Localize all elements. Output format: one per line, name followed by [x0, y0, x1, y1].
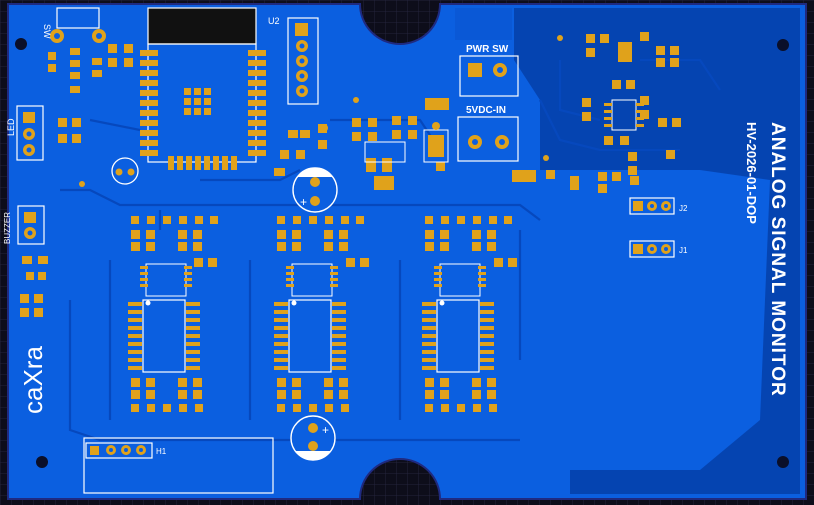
channel-3	[422, 216, 517, 412]
right-opamp	[604, 99, 644, 131]
board-title: ANALOG SIGNAL MONITOR	[767, 122, 788, 397]
buzzer-driver-parts	[20, 256, 48, 317]
regulator-outline	[364, 141, 406, 163]
right-analog-parts	[512, 32, 681, 193]
ground-pour-right	[514, 8, 800, 494]
smd-group-top-left	[48, 44, 133, 93]
wifi-module-pads	[140, 50, 266, 170]
center-smd-parts	[274, 98, 449, 190]
cap-large-bottom: +	[290, 415, 336, 461]
buzzer-label: BUZZER	[3, 212, 12, 244]
vdc-in-label: 5VDC-IN	[466, 105, 506, 116]
buzzer-connector	[17, 205, 45, 245]
j1-header	[629, 240, 675, 258]
led-label: LED	[6, 118, 16, 136]
cap-large-top: +	[292, 167, 338, 213]
j2-label: J2	[679, 204, 688, 213]
h1-keepout	[83, 437, 274, 494]
cap-small	[111, 157, 139, 185]
brand-logo-text: caXra	[18, 346, 48, 414]
dc-input-connector	[457, 116, 519, 162]
mounting-holes	[15, 38, 789, 468]
vias	[79, 35, 563, 187]
power-switch	[459, 55, 519, 97]
j2-header	[629, 197, 675, 215]
sw-switch	[50, 7, 106, 43]
led-resistors	[58, 118, 81, 143]
svg-text:+: +	[300, 195, 307, 209]
j1-label: J1	[679, 246, 688, 255]
svg-text:+: +	[322, 423, 329, 437]
u2-label: U2	[268, 16, 280, 26]
pwr-sw-label: PWR SW	[466, 44, 509, 55]
led-connector	[16, 105, 44, 161]
channel-2	[274, 216, 369, 412]
h1-label: H1	[156, 447, 167, 456]
board-revision: HV-2026-01-DOP	[744, 122, 759, 224]
h1-header	[85, 442, 153, 459]
ground-pour-top	[455, 8, 512, 40]
u2-header	[287, 17, 319, 105]
wifi-module	[147, 7, 257, 163]
sw-label: SW	[42, 24, 52, 39]
channel-1	[128, 216, 218, 412]
